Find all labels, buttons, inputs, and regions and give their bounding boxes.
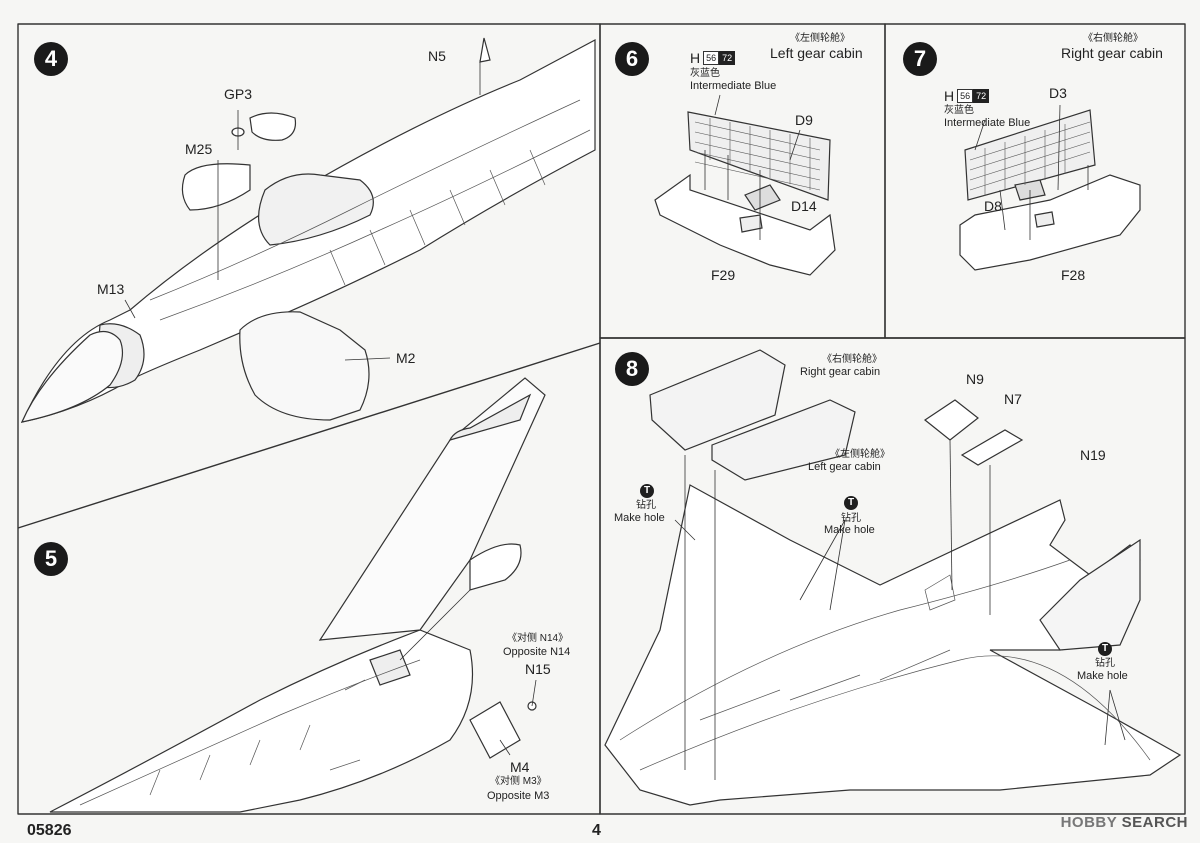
- part-label-n15: N15: [525, 661, 551, 677]
- opposite-m3-en: Opposite M3: [487, 790, 550, 802]
- left-gear-cabin-en: Left gear cabin: [808, 461, 881, 473]
- part-label-f29: F29: [711, 267, 736, 283]
- opposite-n14-en: Opposite N14: [503, 646, 571, 658]
- make-hole-en-center: Make hole: [824, 524, 875, 536]
- step-6-cabin: [654, 111, 836, 276]
- drill-icon: T: [844, 496, 858, 510]
- make-hole-en-right: Make hole: [1077, 670, 1128, 682]
- part-label-d9: D9: [795, 112, 813, 128]
- step-4-number: 4: [34, 42, 68, 76]
- right-gear-cabin-cn: 《右侧轮舱》: [822, 354, 882, 365]
- part-label-m13: M13: [97, 281, 125, 297]
- step-6-paint-code: H 56 72: [690, 50, 736, 66]
- step-7-number: 7: [903, 42, 937, 76]
- drill-icon: T: [640, 484, 654, 498]
- part-label-d8: D8: [984, 198, 1002, 214]
- drill-icon: T: [1098, 642, 1112, 656]
- paint-code-flat: 72: [973, 89, 990, 103]
- part-label-gp3: GP3: [224, 86, 253, 102]
- paint-brand: H: [690, 50, 701, 66]
- step-7-title-en: Right gear cabin: [1061, 45, 1163, 61]
- part-label-m25: M25: [185, 141, 213, 157]
- opposite-n14-cn: 《对侧 N14》: [507, 633, 569, 644]
- part-label-d14: D14: [791, 198, 817, 214]
- part-label-n9: N9: [966, 371, 984, 387]
- make-hole-cn-center: 钻孔: [841, 513, 861, 524]
- step-6-title-en: Left gear cabin: [770, 45, 863, 61]
- step-8-frame: [599, 337, 1186, 815]
- step-6-number: 6: [615, 42, 649, 76]
- left-gear-cabin-cn: 《左侧轮舱》: [830, 449, 890, 460]
- part-label-m2: M2: [396, 350, 416, 366]
- step-4-fuselage: [20, 37, 596, 423]
- step-8-number: 8: [615, 352, 649, 386]
- right-gear-cabin-en: Right gear cabin: [800, 366, 881, 378]
- paint-code-flat: 72: [719, 51, 736, 65]
- step-5-fuselage: [49, 377, 546, 813]
- part-label-n7: N7: [1004, 391, 1022, 407]
- part-label-n5: N5: [428, 48, 446, 64]
- step-6-paint-en: Intermediate Blue: [690, 80, 777, 92]
- part-label-n19: N19: [1080, 447, 1106, 463]
- paint-code-gloss: 56: [957, 89, 974, 103]
- page-number: 4: [592, 822, 601, 839]
- step-7-title-cn: 《右侧轮舱》: [1083, 33, 1143, 44]
- step-6-paint-cn: 灰蓝色: [690, 68, 720, 79]
- part-label-m4: M4: [510, 759, 530, 775]
- step-8-wing: [604, 349, 1182, 806]
- make-hole-cn-right: 钻孔: [1095, 658, 1115, 669]
- watermark-logo-search: SEARCH: [1121, 814, 1188, 831]
- part-label-f28: F28: [1061, 267, 1086, 283]
- step-4-5-divider: [17, 342, 601, 529]
- opposite-m3-cn: 《对侧 M3》: [490, 776, 547, 787]
- step-5-number: 5: [34, 542, 68, 576]
- step-7-cabin: [959, 109, 1141, 271]
- watermark-logo: HOBBY SEARCH: [1061, 814, 1188, 831]
- step-7-paint-cn: 灰蓝色: [944, 105, 974, 116]
- product-code: 05826: [27, 822, 72, 839]
- step-6-title-cn: 《左侧轮舱》: [790, 33, 850, 44]
- part-label-d3: D3: [1049, 85, 1067, 101]
- paint-code-gloss: 56: [703, 51, 720, 65]
- step-7-paint-code: H 56 72: [944, 88, 990, 104]
- make-hole-en-left: Make hole: [614, 512, 665, 524]
- paint-brand: H: [944, 88, 955, 104]
- make-hole-cn-left: 钻孔: [636, 500, 656, 511]
- watermark-logo-hobby: HOBBY: [1060, 814, 1117, 831]
- step-7-paint-en: Intermediate Blue: [944, 117, 1031, 129]
